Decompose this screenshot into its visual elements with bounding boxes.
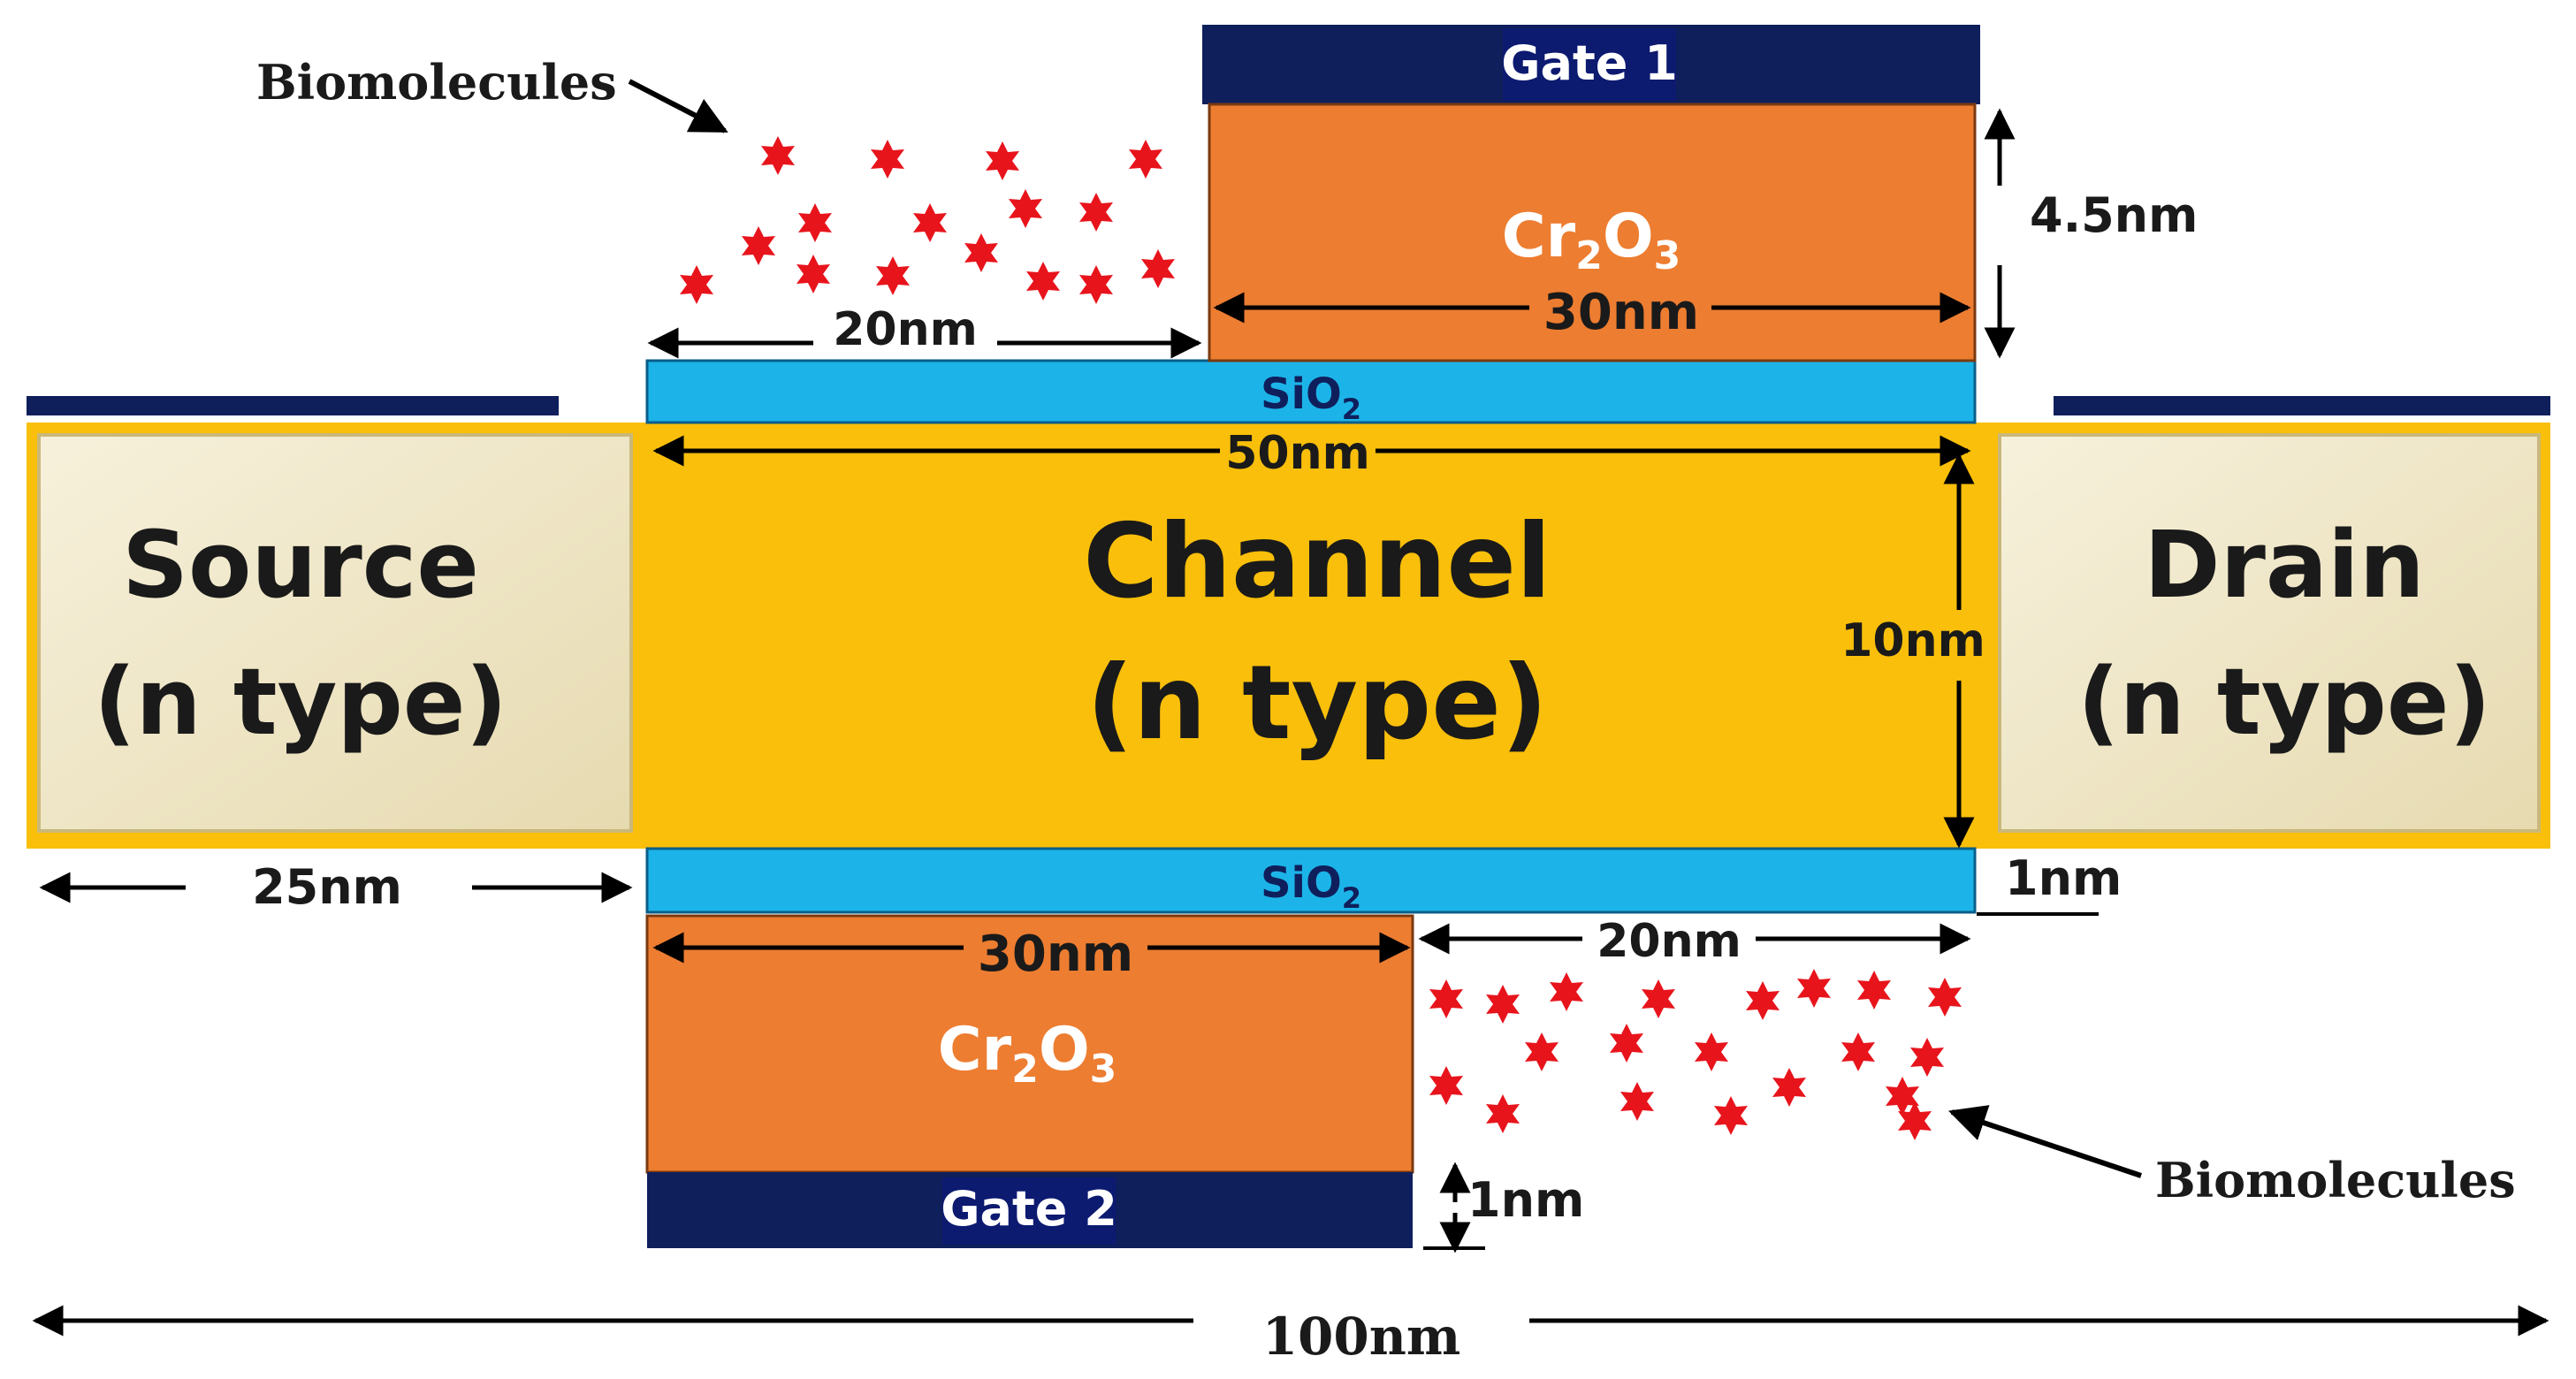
dim-source-length-label: 25nm [252, 859, 402, 915]
dim-top-dielectric-width-label: 30nm [1543, 284, 1699, 341]
top-dielectric-label: Cr [1502, 202, 1576, 271]
biomolecules-bottom-label: Biomolecules [2155, 1152, 2516, 1208]
drain-region: Drain (n type) [1998, 433, 2541, 833]
dim-oxide-thickness-label: 1nm [2005, 850, 2122, 906]
dim-top-cavity-label: 20nm [833, 303, 978, 356]
gate-2-stack: Cr2O3 Gate 2 [645, 914, 1414, 1248]
dim-bottom-cavity-label: 20nm [1597, 915, 1741, 968]
dim-gate-thickness-label: 1nm [1467, 1172, 1584, 1228]
source-contact-strip [27, 396, 559, 415]
top-oxide-layer: SiO2 [645, 359, 1977, 426]
source-label: Source [122, 511, 479, 619]
biomolecules-bottom-arrow [1948, 1105, 2142, 1178]
bottom-oxide-layer: SiO2 [645, 847, 1977, 915]
drain-label: Drain [2144, 511, 2424, 619]
dim-total-length-label: 100nm [1262, 1307, 1461, 1367]
bottom-dielectric-label: Cr [938, 1015, 1012, 1085]
drain-contact-strip [2054, 396, 2550, 415]
dim-top-dielectric-height-label: 4.5nm [2030, 187, 2198, 243]
dim-channel-length-label: 50nm [1225, 427, 1370, 480]
gate-1-stack: Gate 1 Cr2O3 [1202, 25, 1980, 362]
top-oxide-label: SiO [1261, 370, 1342, 419]
top-dielectric [1208, 103, 1977, 362]
svg-text:SiO2: SiO2 [1261, 370, 1361, 426]
dim-bottom-dielectric-width-label: 30nm [978, 926, 1133, 983]
channel-region: Channel (n type) [647, 423, 1975, 849]
svg-text:Cr2O3: Cr2O3 [938, 1015, 1117, 1092]
top-biomolecules [680, 136, 1175, 304]
source-region: Source (n type) [37, 433, 633, 833]
gate-2-label: Gate 2 [941, 1181, 1117, 1237]
bottom-biomolecules [1429, 969, 1962, 1140]
bottom-oxide-label: SiO [1261, 858, 1342, 908]
channel-type-label: (n type) [1086, 644, 1548, 763]
channel-label: Channel [1083, 502, 1551, 621]
biomolecules-top-arrow [628, 79, 728, 133]
source-type-label: (n type) [94, 648, 507, 756]
drain-type-label: (n type) [2077, 648, 2491, 756]
dim-channel-thickness-label: 10nm [1841, 614, 1985, 667]
svg-text:SiO2: SiO2 [1261, 858, 1361, 915]
gate-1-label: Gate 1 [1501, 35, 1678, 91]
biomolecules-top-label: Biomolecules [256, 54, 617, 110]
svg-text:Cr2O3: Cr2O3 [1502, 202, 1681, 278]
